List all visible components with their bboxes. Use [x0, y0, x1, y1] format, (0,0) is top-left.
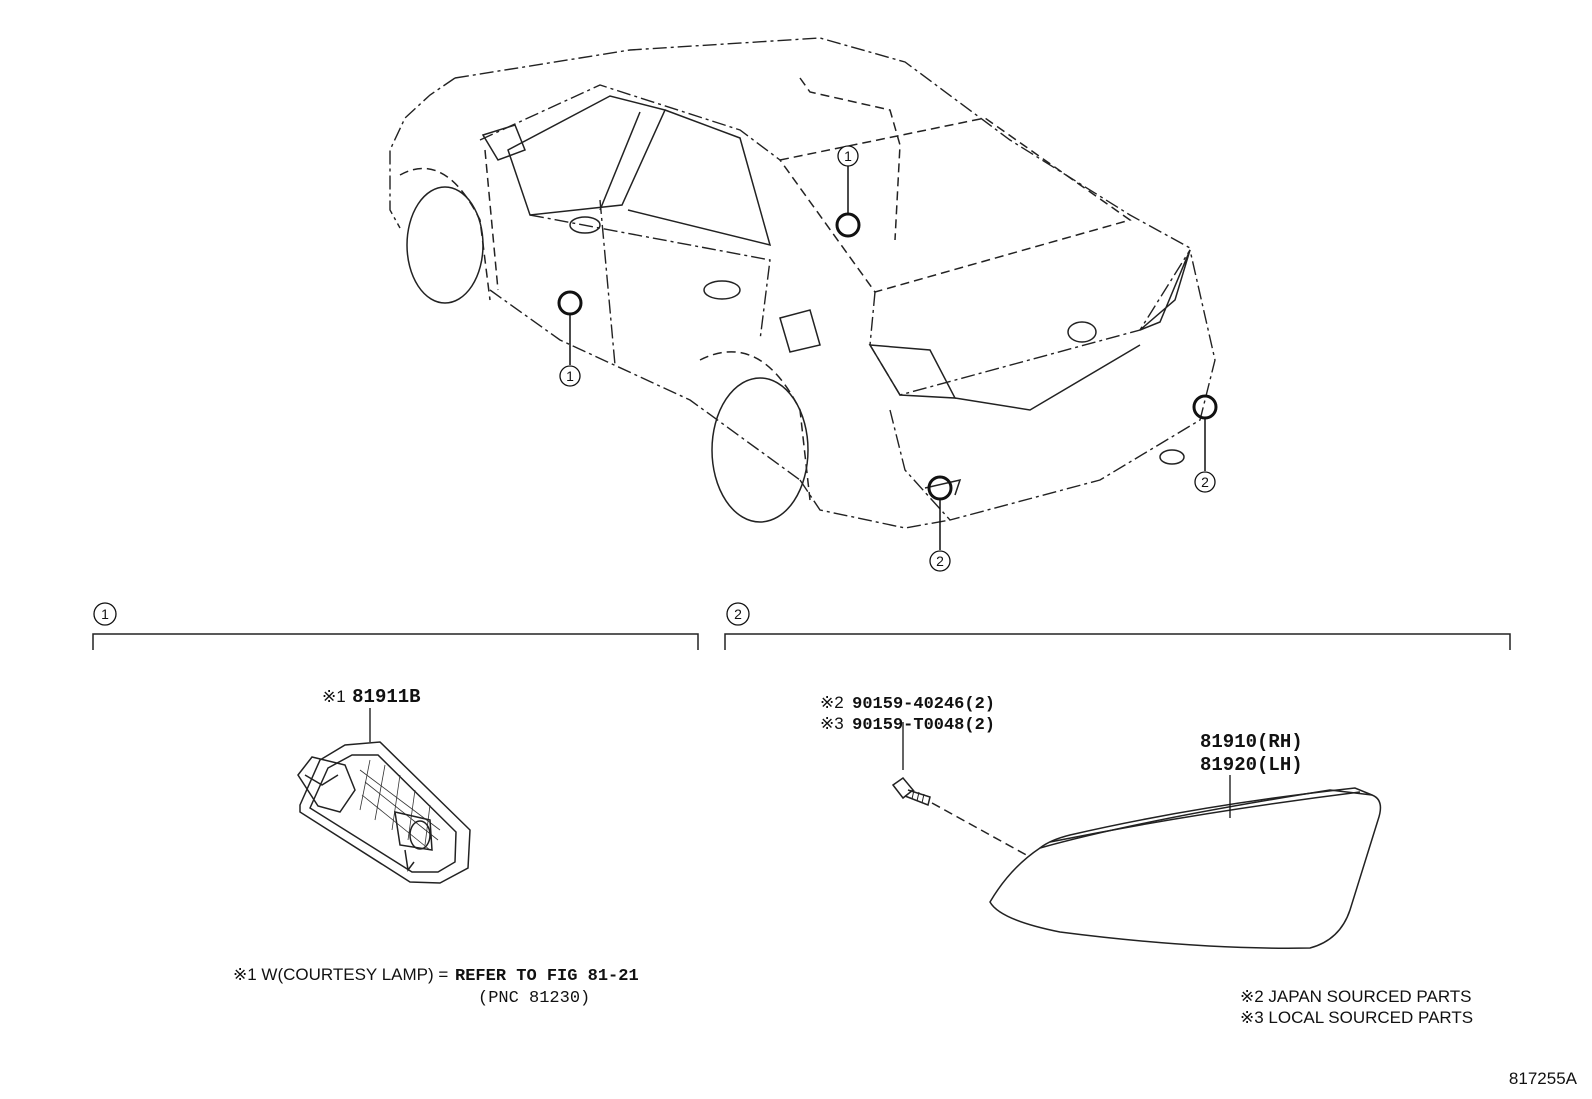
screw-japan-part-label: ※2 90159-40246(2): [820, 693, 995, 714]
section-2-header: 2: [724, 602, 1511, 650]
callout-number: 1: [844, 148, 852, 164]
section-1-header: 1: [92, 602, 699, 650]
part-number: 90159-40246(2): [852, 695, 995, 714]
callout-number: 1: [566, 368, 574, 384]
car-illustration: [389, 37, 1216, 529]
section-number: 2: [734, 606, 742, 622]
courtesy-lamp-note: ※1 W(COURTESY LAMP) = REFER TO FIG 81-21: [233, 965, 639, 986]
callout-front-courtesy: 1: [557, 290, 583, 387]
reflector-lh-part-label: 81920(LH): [1200, 754, 1303, 776]
callout-circle: [1194, 471, 1216, 493]
section-number-circle: [93, 602, 117, 626]
reflector-rh-part-label: 81910(RH): [1200, 731, 1303, 753]
courtesy-lamp-drawing: [297, 708, 471, 884]
section-bracket: [92, 633, 699, 650]
location-marker: [927, 475, 953, 501]
screw-drawing: [891, 722, 1031, 858]
local-sourced-note: ※3 LOCAL SOURCED PARTS: [1240, 1008, 1473, 1027]
section-bracket: [724, 633, 1511, 650]
japan-sourced-note: ※2 JAPAN SOURCED PARTS: [1240, 987, 1472, 1006]
diagram-id: 817255A: [1509, 1069, 1578, 1088]
callout-reflector-right: 2: [1192, 394, 1218, 493]
location-marker: [835, 212, 861, 238]
callout-reflector-left: 2: [927, 475, 953, 572]
part-prefix: ※1: [322, 687, 346, 706]
note-reference: REFER TO FIG 81-21: [455, 967, 639, 986]
courtesy-lamp-part-label: ※1 81911B: [322, 686, 421, 708]
part-number: 90159-T0048(2): [852, 716, 995, 735]
callout-number: 2: [1201, 474, 1209, 490]
callout-rear-courtesy: 1: [835, 145, 861, 238]
location-marker: [557, 290, 583, 316]
reflector-drawing: [989, 775, 1382, 949]
note-text: ※1 W(COURTESY LAMP) =: [233, 965, 453, 984]
part-prefix: ※3: [820, 714, 844, 733]
callout-number: 2: [936, 553, 944, 569]
section-number-circle: [726, 602, 750, 626]
part-prefix: ※2: [820, 693, 844, 712]
callout-circle: [837, 145, 859, 167]
callout-circle: [559, 365, 581, 387]
courtesy-lamp-pnc-note: (PNC 81230): [478, 989, 590, 1008]
part-number: 81911B: [352, 686, 420, 708]
section-number: 1: [101, 606, 109, 622]
callout-circle: [929, 550, 951, 572]
screw-local-part-label: ※3 90159-T0048(2): [820, 714, 995, 735]
location-marker: [1192, 394, 1218, 420]
